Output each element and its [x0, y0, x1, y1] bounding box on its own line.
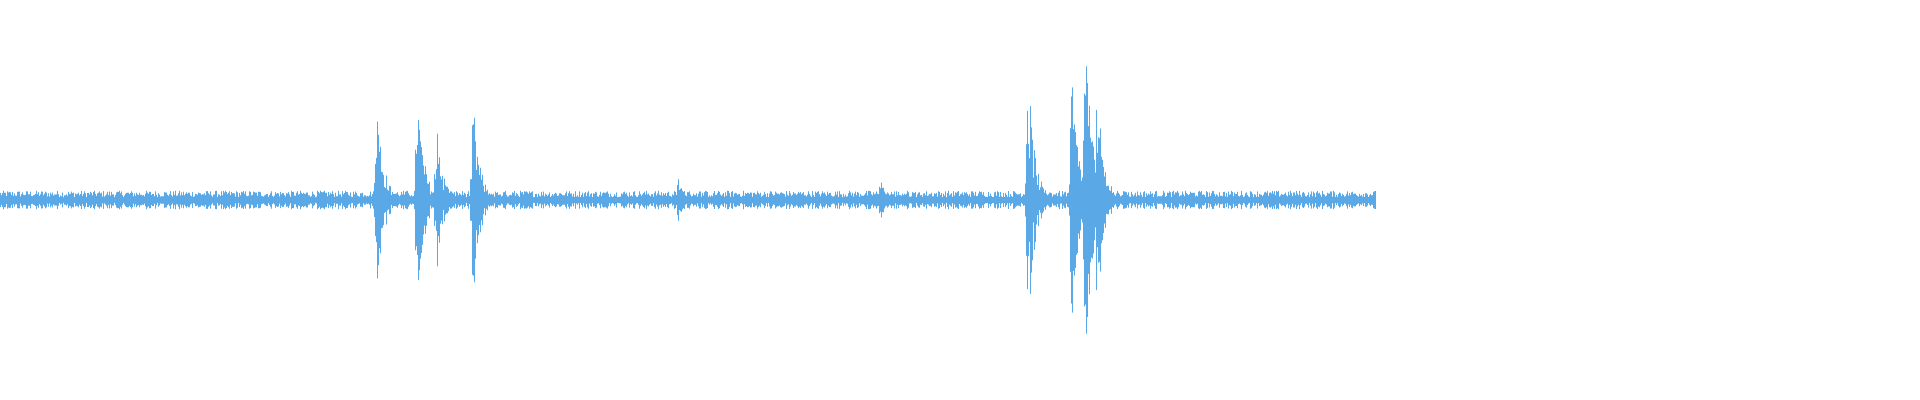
waveform-bars	[0, 66, 1376, 334]
